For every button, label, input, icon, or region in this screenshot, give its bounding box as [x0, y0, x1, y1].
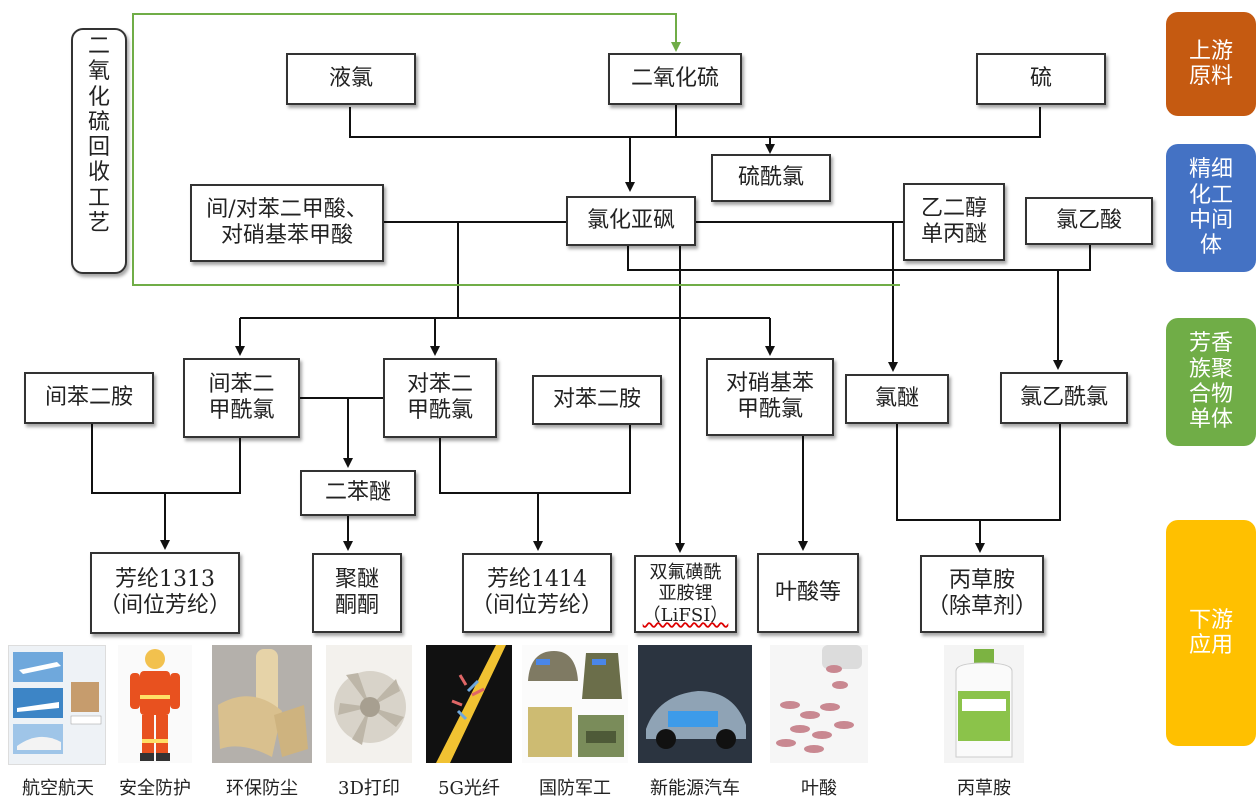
node-sulfur: 硫: [976, 53, 1106, 105]
caption-dust: 环保防尘: [226, 778, 298, 799]
caption-3d-printing: 3D打印: [338, 778, 400, 799]
node-liquid-chlorine: 液氯: [286, 53, 416, 105]
electric-car-photo-icon: [638, 645, 752, 763]
turbine-photo-icon: [326, 645, 412, 763]
caption-aerospace: 航空航天: [22, 778, 94, 799]
filter-bag-photo-icon: [212, 645, 312, 763]
lifsi-line2: 亚胺锂: [658, 583, 713, 605]
node-terephthaloyl-chloride: 对苯二 甲酰氯: [383, 358, 497, 438]
node-chloroacetyl-chloride: 氯乙酰氯: [1000, 372, 1128, 424]
recycle-loop-line: [132, 13, 900, 286]
aircraft-photo-icon: [8, 645, 106, 765]
side-label-aromatic: 芳香 族聚 合物 单体: [1166, 318, 1256, 446]
node-propisochlor: 丙草胺 （除草剂）: [920, 555, 1044, 633]
node-nitrobenzoyl-chloride: 对硝基苯 甲酰氯: [706, 358, 834, 436]
caption-ev: 新能源汽车: [650, 778, 740, 799]
herbicide-bottle-photo-icon: [944, 645, 1024, 763]
aramid-1414-name: 芳纶1414: [487, 566, 587, 592]
node-aramid-1313: 芳纶1313 （间位芳纶）: [90, 552, 240, 634]
propisochlor-note: （除草剂）: [926, 594, 1037, 619]
line-raw-merge: [349, 107, 1041, 138]
firefighter-photo-icon: [118, 645, 192, 763]
node-lifsi: 双氟磺酰 亚胺锂 （LiFSI）: [634, 555, 737, 633]
side-label-upstream: 上游 原料: [1166, 12, 1256, 116]
aramid-1414-note: （间位芳纶）: [470, 593, 603, 618]
lifsi-line1: 双氟磺酰: [649, 561, 722, 583]
node-isophthaloyl-chloride: 间苯二 甲酰氯: [183, 358, 300, 438]
node-sulfuryl-chloride: 硫酰氯: [711, 154, 831, 202]
node-p-phenylenediamine: 对苯二胺: [532, 375, 662, 425]
side-label-downstream: 下游 应用: [1166, 520, 1256, 746]
propisochlor-name: 丙草胺: [948, 567, 1015, 593]
node-chloroether: 氯醚: [845, 374, 949, 424]
node-thionyl-chloride: 氯化亚砜: [566, 196, 696, 246]
node-m-phenylenediamine: 间苯二胺: [24, 372, 154, 424]
node-peek: 聚醚 酮酮: [312, 553, 402, 633]
aramid-1313-note: （间位芳纶）: [98, 593, 231, 618]
node-sulfur-dioxide: 二氧化硫: [608, 53, 742, 105]
lifsi-line3: （LiFSI）: [642, 604, 729, 626]
node-folic-acid: 叶酸等: [757, 553, 859, 633]
caption-folic: 叶酸: [801, 778, 837, 799]
caption-safety: 安全防护: [119, 778, 191, 799]
caption-5g-fiber: 5G光纤: [438, 778, 500, 799]
node-diphenyl-ether: 二苯醚: [300, 470, 416, 516]
pills-photo-icon: [770, 645, 868, 763]
aramid-1313-name: 芳纶1313: [115, 566, 215, 592]
optical-fiber-photo-icon: [426, 645, 512, 763]
node-phthalic-acids: 间/对苯二甲酸、 对硝基苯甲酸: [190, 184, 384, 262]
caption-herbicide: 丙草胺: [957, 778, 1011, 799]
recycle-process-label: 二 氧 化 硫 回 收 工 艺: [71, 28, 127, 274]
node-aramid-1414: 芳纶1414 （间位芳纶）: [462, 553, 612, 633]
node-chloroacetic-acid: 氯乙酸: [1025, 197, 1153, 245]
military-gear-photo-icon: [522, 645, 628, 763]
node-glycol-ether: 乙二醇 单丙醚: [903, 183, 1005, 261]
side-label-fine-chem: 精细 化工 中间 体: [1166, 144, 1256, 272]
caption-defense: 国防军工: [539, 778, 611, 799]
